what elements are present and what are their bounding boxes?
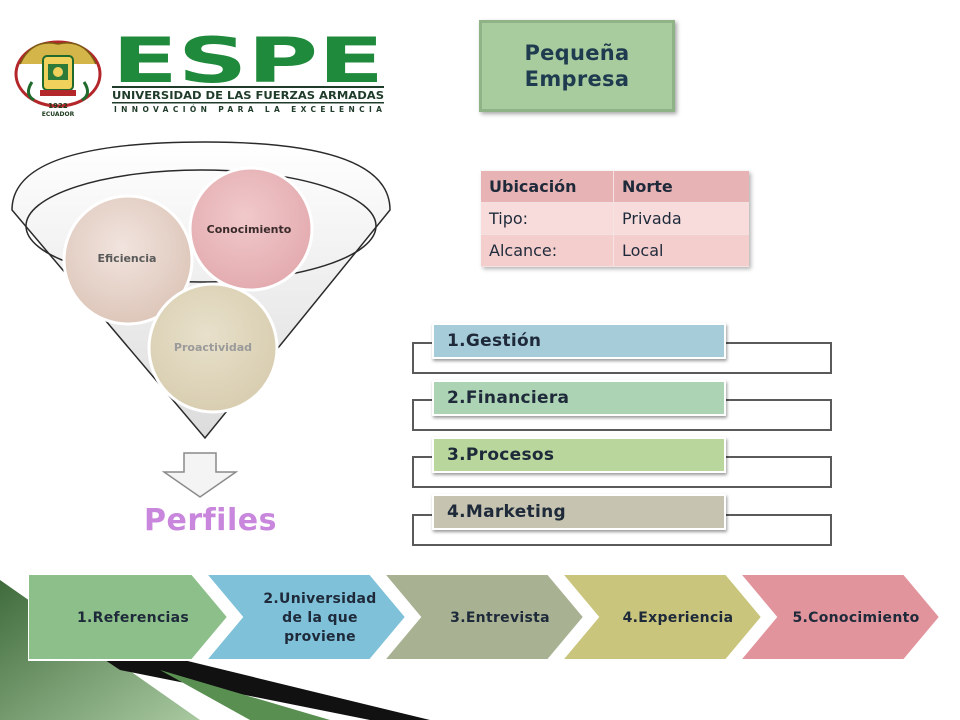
table-row: Tipo: Privada bbox=[481, 202, 749, 235]
arrow-down-icon bbox=[162, 452, 238, 498]
process-step-chevron bbox=[559, 573, 764, 661]
process-step-chevron bbox=[203, 573, 408, 661]
circle-label-eficiencia: Eficiencia bbox=[98, 252, 157, 265]
logo-tagline: INNOVACIÓN PARA LA EXCELENCIA bbox=[114, 105, 382, 114]
table-row-value: Local bbox=[613, 234, 749, 267]
circle-label-conocimiento: Conocimiento bbox=[207, 223, 292, 236]
circle-eficiencia bbox=[62, 194, 194, 326]
skill-item-procesos: 3.Procesos bbox=[432, 437, 726, 473]
skill-item-financiera: 2.Financiera bbox=[432, 380, 726, 416]
skill-item-gestion: 1.Gestión bbox=[432, 323, 726, 359]
espe-wordmark: ESPE UNIVERSIDAD DE LAS FUERZAS ARMADAS … bbox=[112, 30, 384, 114]
company-size-line2: Empresa bbox=[524, 67, 630, 91]
table-header-label: Ubicación bbox=[481, 171, 614, 203]
funnel-diagram: Eficiencia Conocimiento Proactividad bbox=[11, 141, 391, 440]
process-step-label: 1.Referencias bbox=[76, 609, 190, 626]
process-step-label: 5.Conocimiento bbox=[792, 609, 920, 626]
circle-label-proactividad: Proactividad bbox=[174, 341, 252, 354]
espe-seal-logo: 1922 ECUADOR bbox=[14, 40, 102, 118]
company-info-table: Ubicación Norte Tipo: Privada Alcance: L… bbox=[481, 171, 749, 267]
table-row: Alcance: Local bbox=[481, 234, 749, 267]
logo-subtitle: UNIVERSIDAD DE LAS FUERZAS ARMADAS bbox=[112, 90, 384, 102]
company-size-line1: Pequeña bbox=[524, 41, 630, 65]
table-row-label: Tipo: bbox=[481, 202, 614, 235]
process-chevrons bbox=[28, 573, 942, 661]
funnel-rim bbox=[25, 169, 377, 283]
process-step-chevron bbox=[737, 573, 942, 661]
table-header-row: Ubicación Norte bbox=[481, 171, 749, 203]
circle-proactividad bbox=[147, 282, 279, 414]
process-step-label: 4.Experiencia bbox=[622, 609, 734, 626]
circle-conocimiento bbox=[188, 166, 314, 292]
table-row-value: Privada bbox=[613, 202, 749, 235]
seal-year: 1922 bbox=[48, 102, 68, 110]
process-step-label: 3.Entrevista bbox=[450, 609, 550, 626]
logo-text: ESPE bbox=[112, 30, 384, 97]
table-row-label: Alcance: bbox=[481, 234, 614, 267]
seal-country: ECUADOR bbox=[42, 111, 75, 118]
skill-item-marketing: 4.Marketing bbox=[432, 494, 726, 530]
table-header-value: Norte bbox=[613, 171, 749, 203]
process-step-chevron bbox=[28, 573, 230, 661]
process-step-chevron bbox=[381, 573, 586, 661]
funnel-output-label: Perfiles bbox=[144, 503, 277, 538]
